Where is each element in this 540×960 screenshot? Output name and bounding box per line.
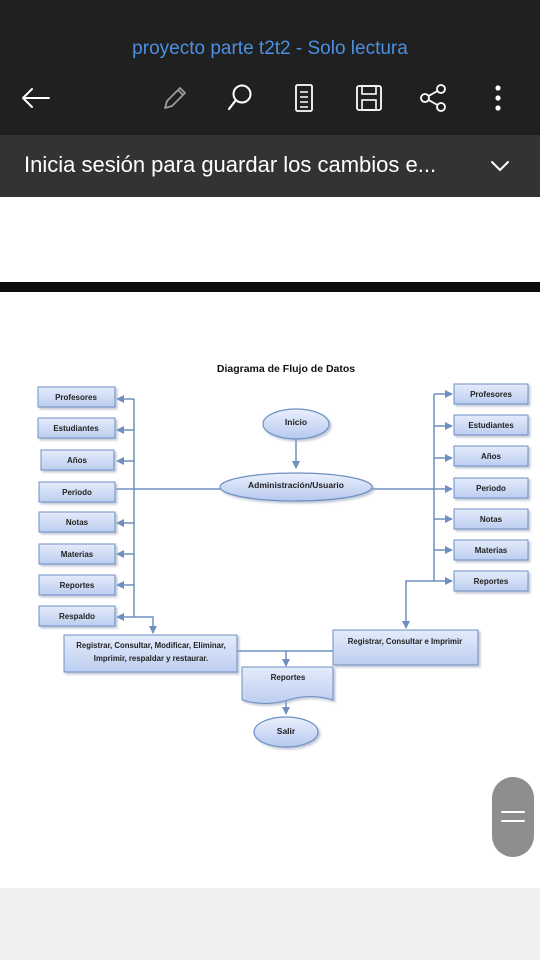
diagram-title: Diagrama de Flujo de Datos xyxy=(217,363,355,375)
below-page-area xyxy=(0,888,540,960)
right-entity-reportes: Reportes xyxy=(453,570,529,592)
left-entity-profesores: Profesores xyxy=(37,386,116,408)
right-entity-label: Estudiantes xyxy=(468,421,514,430)
page-break xyxy=(0,282,540,292)
left-process-box: Registrar, Consultar, Modificar, Elimina… xyxy=(63,634,238,673)
reports-document-label: Reportes xyxy=(271,673,306,682)
right-entity-notas: Notas xyxy=(453,508,529,530)
document-title: proyecto parte t2t2 - Solo lectura xyxy=(132,38,408,59)
start-node: Inicio xyxy=(262,408,330,440)
right-entity-list: Profesores Estudiantes Años Periodo Nota… xyxy=(453,383,529,592)
scroll-handle-grip-icon xyxy=(501,811,525,813)
left-entity-label: Materias xyxy=(61,550,94,559)
left-process-line1: Registrar, Consultar, Modificar, Elimina… xyxy=(76,641,225,650)
left-entity-label: Periodo xyxy=(62,488,92,497)
left-entity-anos: Años xyxy=(40,449,115,471)
right-process-box: Registrar, Consultar e Imprimir xyxy=(332,629,479,666)
sign-in-banner[interactable]: Inicia sesión para guardar los cambios e… xyxy=(0,135,540,197)
document-page: Diagrama de Flujo de Datos xyxy=(0,292,540,888)
reports-document: Reportes xyxy=(241,666,334,704)
reading-mode-icon[interactable] xyxy=(284,78,324,118)
right-entity-label: Años xyxy=(481,452,502,461)
center-process-node: Administración/Usuario xyxy=(219,472,373,502)
start-label: Inicio xyxy=(285,417,307,427)
left-entity-notas: Notas xyxy=(38,511,116,533)
chevron-down-icon[interactable] xyxy=(482,148,518,184)
left-entity-estudiantes: Estudiantes xyxy=(37,417,116,439)
data-flow-diagram: Diagrama de Flujo de Datos xyxy=(37,363,529,748)
left-entity-periodo: Periodo xyxy=(38,481,116,503)
left-entity-label: Respaldo xyxy=(59,612,95,621)
left-entity-label: Profesores xyxy=(55,393,97,402)
left-entity-materias: Materias xyxy=(38,543,116,565)
search-icon[interactable] xyxy=(220,78,260,118)
fast-scroll-handle[interactable] xyxy=(492,777,534,857)
app-toolbar: proyecto parte t2t2 - Solo lectura xyxy=(0,0,540,135)
right-entity-profesores: Profesores xyxy=(453,383,529,405)
left-entity-label: Notas xyxy=(66,518,89,527)
more-vertical-icon[interactable] xyxy=(478,78,518,118)
back-arrow-icon[interactable] xyxy=(16,78,56,118)
right-entity-materias: Materias xyxy=(453,539,529,561)
center-process-label: Administración/Usuario xyxy=(248,480,344,490)
diagram-connectors xyxy=(116,390,453,715)
share-icon[interactable] xyxy=(413,78,453,118)
sign-in-message: Inicia sesión para guardar los cambios e… xyxy=(24,152,437,177)
right-entity-label: Materias xyxy=(475,546,508,555)
left-entity-label: Reportes xyxy=(60,581,95,590)
right-entity-label: Profesores xyxy=(470,390,512,399)
right-entity-label: Periodo xyxy=(476,484,506,493)
left-entity-label: Estudiantes xyxy=(53,424,99,433)
edit-pencil-icon[interactable] xyxy=(155,78,195,118)
right-entity-label: Notas xyxy=(480,515,503,524)
right-entity-periodo: Periodo xyxy=(453,477,529,499)
left-process-line2: Imprimir, respaldar y restaurar. xyxy=(94,654,208,663)
right-entity-estudiantes: Estudiantes xyxy=(453,414,529,436)
right-process-label: Registrar, Consultar e Imprimir xyxy=(348,637,462,646)
previous-page-bottom xyxy=(0,197,540,285)
left-entity-respaldo: Respaldo xyxy=(38,605,116,627)
right-entity-anos: Años xyxy=(453,445,529,467)
left-entity-label: Años xyxy=(67,456,88,465)
left-entity-list: Profesores Estudiantes Años Periodo Nota… xyxy=(37,386,116,627)
scroll-handle-grip-icon xyxy=(501,820,525,822)
save-icon[interactable] xyxy=(349,78,389,118)
left-entity-reportes: Reportes xyxy=(38,574,116,596)
end-label: Salir xyxy=(277,726,296,736)
right-entity-label: Reportes xyxy=(474,577,509,586)
end-node: Salir xyxy=(253,716,319,748)
